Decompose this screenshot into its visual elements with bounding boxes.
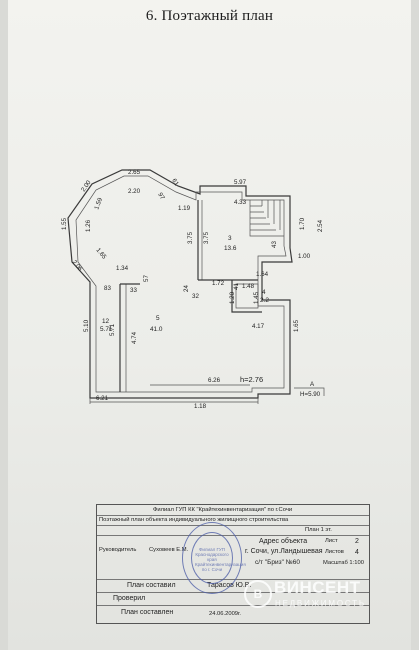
section-mark: А [310,381,315,388]
watermark-subtitle: НЕДВИЖИМОСТЬ [275,599,366,608]
dim-label: 2.54 [317,219,324,232]
room-area: 5.71 [100,326,113,333]
watermark: В ВИНСЕНТ НЕДВИЖИМОСТЬ [244,578,414,618]
dim-label: 4.17 [252,323,265,330]
dim-label: 1.34 [116,265,129,272]
plan-walls [67,169,325,404]
floor-label: План 1 эт. [305,527,332,533]
staircase-icon [249,200,284,237]
dim-label: 2.20 [128,188,141,195]
seal-text: Филиал ГУП Краснодарского края Крайтехин… [195,547,246,572]
dim-label: 1.72 [212,280,225,287]
title-block-checked-row: Проверил [97,592,369,606]
sheet-value: 2 [355,538,359,545]
scale-label: Масштаб 1:100 [323,560,364,566]
ceiling-height-label: h=2.76 [240,375,263,384]
dim-label: 3.75 [187,231,194,244]
executor-name: Суховеев Е.М. [149,547,189,553]
dim-label: 1.65 [293,319,300,332]
dim-label: 4.74 [131,331,138,344]
plan-room-labels: 3 13.6 4 2.2 5 41.0 12 5.71 h=2.76 А Н=5… [100,235,321,398]
official-seal-icon: Филиал ГУП Краснодарского края Крайтехин… [182,522,246,594]
dim-label: 1.45 [253,291,260,304]
address-title: Адрес объекта [259,538,308,545]
dim-label: 1.64 [256,271,269,278]
dim-label: 1.26 [85,219,92,232]
room-number: 5 [156,315,160,322]
dim-label: 1.70 [299,217,306,230]
address-line-1: г. Сочи, ул.Ландышевая [245,548,323,555]
organization-name: Филиал ГУП КК "Крайтехинвентаризация" по… [153,507,293,513]
dim-label: 5.97 [234,179,247,186]
dim-label: 1.48 [242,283,255,290]
dim-label: 1.55 [61,217,68,230]
watermark-name: ВИНСЕНТ [274,578,361,597]
date-value: 24.06.2009г. [209,611,242,617]
dim-label: 3.75 [203,231,210,244]
manager-label: Руководитель [99,547,137,553]
dim-label: 2.06 [70,259,83,273]
dim-label: 1.65 [94,247,107,261]
title-block-subheader: Поэтажный план объекта индивидуального ж… [97,515,369,526]
drafted-label: План составил [127,582,176,589]
page-title: 6. Поэтажный план [145,8,274,24]
dim-label: 4.33 [234,199,247,206]
dim-label: 61 [170,178,180,188]
dim-label: 41 [233,283,240,290]
document-type: Поэтажный план объекта индивидуального ж… [99,517,289,523]
room-area: 2.2 [260,297,269,304]
sheet-label: Лист [325,538,338,544]
dim-label: 83 [104,285,111,292]
dim-label: 1.19 [178,205,191,212]
dim-label: 32 [192,293,199,300]
dim-label: 6.21 [96,395,109,402]
checked-label: Проверил [113,595,146,602]
address-line-2: с/т "Бриз" №60 [255,559,300,566]
dim-label: 5.71 [109,323,116,336]
dim-label: 43 [271,241,278,248]
dim-label: 57 [143,275,150,282]
title-block-date-row: План составлен 24.06.2009г. [97,605,369,622]
dim-label: 6.26 [208,377,221,384]
dim-label: 1.00 [298,253,311,260]
section-height: Н=5.90 [300,391,321,398]
room-number: 12 [102,318,110,325]
room-area: 41.0 [150,326,163,333]
floor-plan: 2.65 61 2.20 97 5.97 2.00 1.59 1.55 1.26… [61,169,325,410]
dim-label: 24 [183,285,190,292]
room-number: 3 [228,235,232,242]
watermark-logo-icon: В [244,580,272,608]
dim-label: 97 [156,192,166,202]
room-number: 4 [262,289,266,296]
room-area: 13.6 [224,245,237,252]
dim-label: 1.59 [93,196,104,210]
dim-label: 5.10 [83,319,90,332]
date-label: План составлен [121,609,174,616]
plan-dimension-labels: 2.65 61 2.20 97 5.97 2.00 1.59 1.55 1.26… [61,169,324,410]
sheets-label: Листов [325,549,344,555]
sheets-value: 4 [355,549,359,556]
dim-label: 1.18 [194,403,207,410]
dim-label: 33 [130,287,137,294]
dim-label: 1.20 [229,291,236,304]
title-block-header: Филиал ГУП КК "Крайтехинвентаризация" по… [97,505,369,516]
dim-label: 2.65 [128,169,141,176]
